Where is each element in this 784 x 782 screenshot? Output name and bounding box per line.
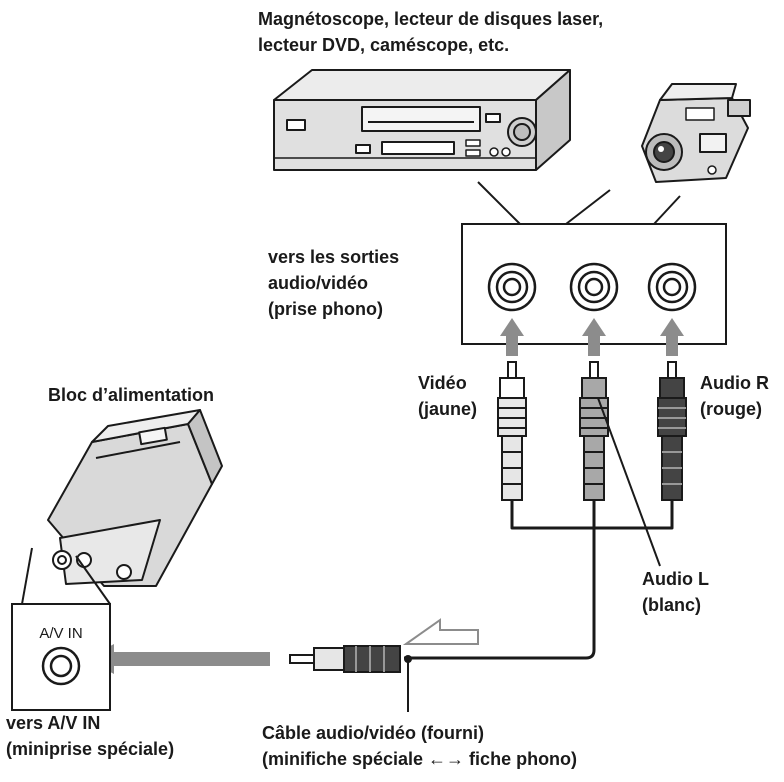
cable-label-line-2: (minifiche spéciale ←→ fiche phono) [262, 749, 578, 769]
outputs-label: vers les sorties audio/vidéo (prise phon… [268, 244, 399, 322]
audio-l-leader-line [597, 397, 661, 567]
insert-arrows [500, 318, 684, 356]
rca-plug-video-icon [497, 361, 527, 501]
plug-direction-arrow-icon [402, 618, 479, 645]
audio-l-plug-label: Audio L (blanc) [642, 566, 709, 618]
power-supply-label: Bloc d’alimentation [48, 385, 215, 405]
source-devices-line-2: lecteur DVD, caméscope, etc. [258, 35, 510, 55]
rca-plug-audio-l-icon [579, 361, 609, 501]
rca-plug-audio-r-icon [657, 361, 687, 501]
video-insert-arrow-icon [500, 318, 524, 356]
source-devices-label: Magnétoscope, lecteur de disques laser, … [258, 6, 603, 58]
power-supply-illustration [47, 409, 223, 587]
audio-r-plug-label: Audio R (rouge) [700, 370, 769, 422]
audio-r-plug-label-line-2: (rouge) [700, 399, 762, 419]
power-supply-callout-right [75, 555, 111, 605]
audio-r-insert-arrow-icon [660, 318, 684, 356]
audio-l-plug-label-line-2: (blanc) [642, 595, 702, 615]
outputs-label-line-1: vers les sorties [268, 247, 400, 267]
av-in-label-line-1: vers A/V IN [6, 713, 101, 733]
camcorder-illustration [641, 83, 751, 183]
video-plug-label-line-1: Vidéo [418, 373, 467, 393]
cable-wires [404, 500, 674, 660]
outputs-label-line-3: (prise phono) [268, 299, 383, 319]
connect-arrow-icon [86, 644, 270, 674]
audio-l-plug-label-line-1: Audio L [642, 569, 709, 589]
audio-r-out-jack-icon [647, 262, 697, 312]
power-supply-callout-left [21, 547, 33, 605]
cable-label-line-1: Câble audio/vidéo (fourni) [262, 723, 485, 743]
av-in-label-line-2: (miniprise spéciale) [6, 739, 175, 759]
audio-r-plug-label-line-1: Audio R [700, 373, 769, 393]
callout-lines [477, 181, 681, 225]
audio-l-insert-arrow-icon [582, 318, 606, 356]
av-in-jack-icon [41, 646, 81, 686]
video-plug-label-line-2: (jaune) [418, 399, 478, 419]
audio-l-out-jack-icon [569, 262, 619, 312]
video-out-jack-icon [487, 262, 537, 312]
mini-plug-icon [289, 645, 401, 673]
av-in-label: vers A/V IN (miniprise spéciale) [6, 710, 174, 762]
source-devices-line-1: Magnétoscope, lecteur de disques laser, [258, 9, 604, 29]
vcr-illustration [273, 69, 571, 171]
av-in-panel-label: A/V IN [39, 625, 82, 642]
cable-label: Câble audio/vidéo (fourni) (minifiche sp… [262, 720, 577, 772]
outputs-label-line-2: audio/vidéo [268, 273, 369, 293]
video-plug-label: Vidéo (jaune) [418, 370, 477, 422]
